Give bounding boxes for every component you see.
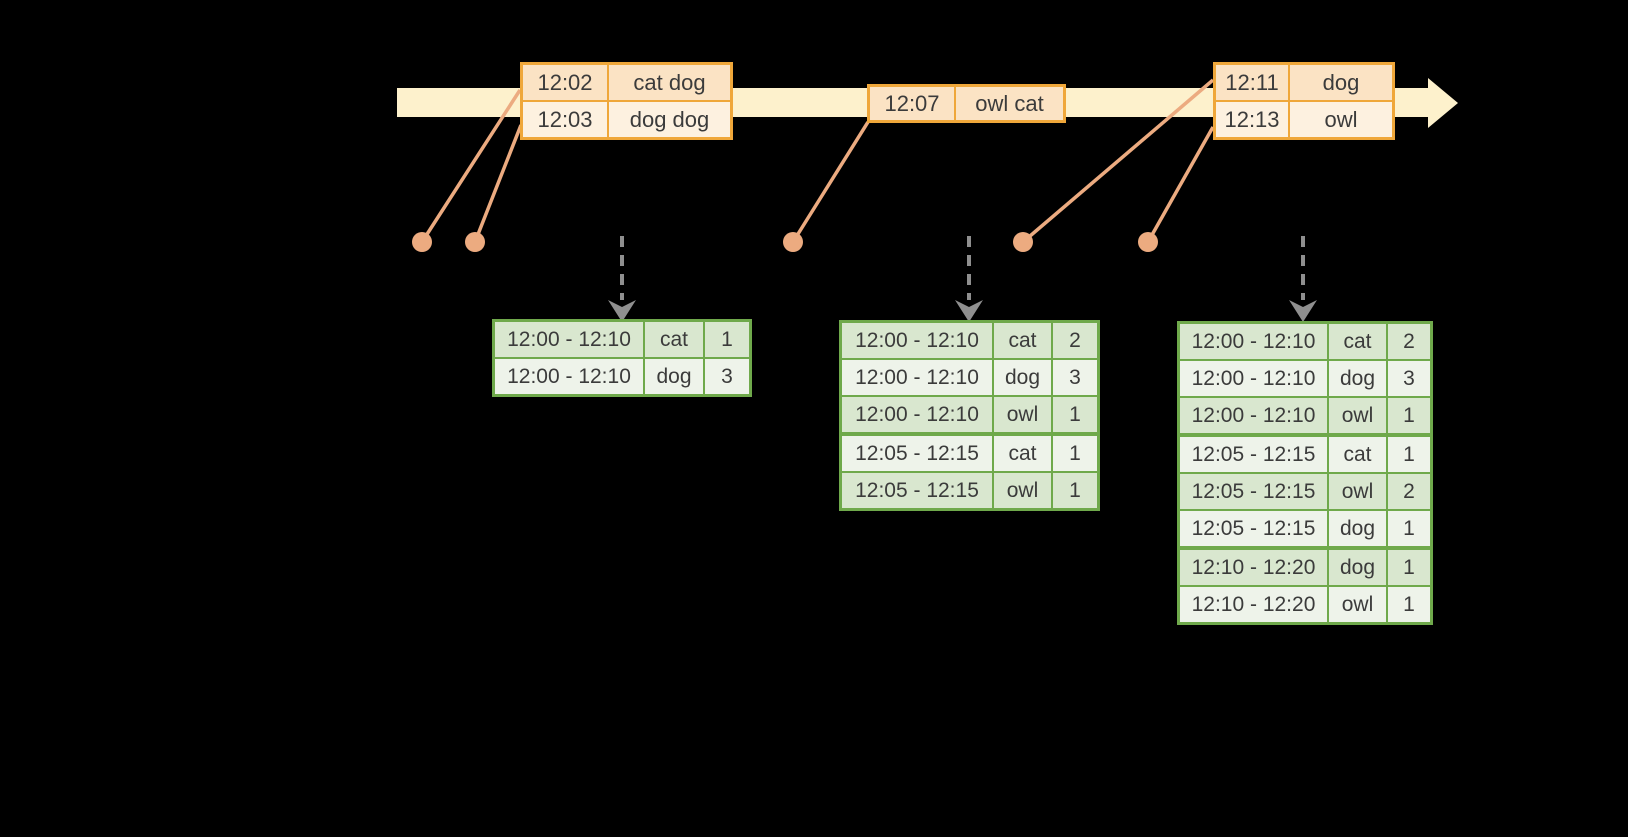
result-count: 1	[1388, 437, 1430, 472]
event-dots	[412, 232, 1158, 252]
result-window: 12:00 - 12:10	[1180, 324, 1327, 359]
event-words: cat dog	[609, 65, 730, 100]
result-window: 12:00 - 12:10	[495, 359, 643, 394]
result-count: 1	[705, 322, 749, 357]
trigger-arrowhead-icon	[608, 300, 636, 322]
event-table-1: 12:02 cat dog 12:03 dog dog	[520, 62, 733, 140]
window-group: 12:00 - 12:10 cat 2 12:00 - 12:10 dog 3 …	[842, 323, 1097, 432]
window-group: 12:05 - 12:15 cat 1 12:05 - 12:15 owl 1	[842, 436, 1097, 508]
trigger-arrows	[608, 236, 1317, 322]
result-count: 3	[705, 359, 749, 394]
event-words: owl cat	[956, 87, 1063, 120]
result-word: cat	[994, 323, 1051, 358]
result-count: 1	[1053, 473, 1097, 508]
result-window: 12:05 - 12:15	[842, 473, 992, 508]
trigger-arrowhead-icon	[1289, 300, 1317, 322]
result-window: 12:05 - 12:15	[1180, 511, 1327, 546]
result-word: cat	[1329, 437, 1386, 472]
result-word: cat	[1329, 324, 1386, 359]
window-group: 12:10 - 12:20 dog 1 12:10 - 12:20 owl 1	[1180, 550, 1430, 622]
result-count: 1	[1388, 511, 1430, 546]
result-word: dog	[1329, 550, 1386, 585]
result-count: 1	[1388, 587, 1430, 622]
result-window: 12:00 - 12:10	[842, 397, 992, 432]
window-group: 12:05 - 12:15 cat 1 12:05 - 12:15 owl 2 …	[1180, 437, 1430, 546]
result-table-2: 12:00 - 12:10 cat 2 12:00 - 12:10 dog 3 …	[839, 320, 1100, 511]
result-count: 1	[1053, 397, 1097, 432]
result-count: 1	[1053, 436, 1097, 471]
result-word: owl	[994, 473, 1051, 508]
event-time: 12:11	[1216, 65, 1288, 100]
result-window: 12:10 - 12:20	[1180, 550, 1327, 585]
event-line-1213	[1146, 126, 1215, 243]
result-table-3: 12:00 - 12:10 cat 2 12:00 - 12:10 dog 3 …	[1177, 321, 1433, 625]
result-count: 2	[1388, 474, 1430, 509]
event-time: 12:03	[523, 102, 607, 137]
result-word: cat	[994, 436, 1051, 471]
result-word: dog	[1329, 511, 1386, 546]
result-count: 1	[1388, 550, 1430, 585]
event-table-3: 12:11 dog 12:13 owl	[1213, 62, 1395, 140]
event-dot-icon	[465, 232, 485, 252]
event-line-1202	[420, 89, 522, 243]
result-window: 12:05 - 12:15	[1180, 437, 1327, 472]
result-count: 2	[1388, 324, 1430, 359]
result-window: 12:00 - 12:10	[842, 323, 992, 358]
window-group: 12:00 - 12:10 cat 1 12:00 - 12:10 dog 3	[495, 322, 749, 394]
event-words: dog dog	[609, 102, 730, 137]
result-word: cat	[645, 322, 703, 357]
result-count: 3	[1388, 361, 1430, 396]
result-window: 12:00 - 12:10	[1180, 361, 1327, 396]
event-time: 12:07	[870, 87, 954, 120]
event-dot-icon	[783, 232, 803, 252]
timeline-arrowhead-icon	[1428, 78, 1458, 128]
result-word: dog	[994, 360, 1051, 395]
event-table-2: 12:07 owl cat	[867, 84, 1066, 123]
result-count: 3	[1053, 360, 1097, 395]
result-word: dog	[645, 359, 703, 394]
event-time: 12:02	[523, 65, 607, 100]
result-window: 12:00 - 12:10	[1180, 398, 1327, 433]
result-window: 12:00 - 12:10	[495, 322, 643, 357]
event-dot-icon	[412, 232, 432, 252]
result-table-1: 12:00 - 12:10 cat 1 12:00 - 12:10 dog 3	[492, 319, 752, 397]
result-word: owl	[994, 397, 1051, 432]
event-line-1211	[1021, 78, 1215, 244]
result-word: dog	[1329, 361, 1386, 396]
event-connector-lines	[420, 78, 1215, 244]
result-window: 12:10 - 12:20	[1180, 587, 1327, 622]
window-group: 12:00 - 12:10 cat 2 12:00 - 12:10 dog 3 …	[1180, 324, 1430, 433]
result-window: 12:05 - 12:15	[842, 436, 992, 471]
result-word: owl	[1329, 398, 1386, 433]
event-dot-icon	[1013, 232, 1033, 252]
result-word: owl	[1329, 587, 1386, 622]
result-window: 12:00 - 12:10	[842, 360, 992, 395]
result-count: 2	[1053, 323, 1097, 358]
event-line-1203	[473, 124, 523, 243]
event-line-1207	[791, 121, 870, 243]
result-word: owl	[1329, 474, 1386, 509]
result-count: 1	[1388, 398, 1430, 433]
result-window: 12:05 - 12:15	[1180, 474, 1327, 509]
trigger-arrowhead-icon	[955, 300, 983, 322]
event-words: owl	[1290, 102, 1392, 137]
event-dot-icon	[1138, 232, 1158, 252]
event-words: dog	[1290, 65, 1392, 100]
event-time: 12:13	[1216, 102, 1288, 137]
